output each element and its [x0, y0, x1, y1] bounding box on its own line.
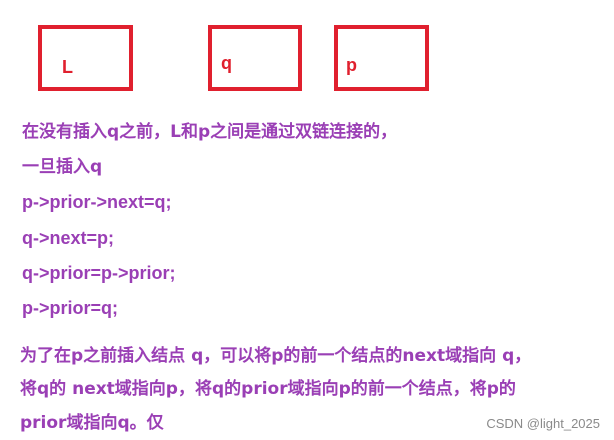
- node-label-q: q: [221, 53, 232, 73]
- code-line-4: p->prior=q;: [22, 298, 119, 318]
- node-box-q: q: [208, 25, 302, 91]
- node-label-p: p: [346, 55, 357, 75]
- intro-line: 在没有插入q之前，L和p之间是通过双链连接的，: [22, 122, 398, 142]
- insert-line: 一旦插入q: [22, 157, 103, 177]
- node-box-l: L: [38, 25, 133, 91]
- csdn-watermark: CSDN @light_2025: [486, 416, 600, 431]
- code-line-2: q->next=p;: [22, 228, 115, 248]
- explanation-line-2: 将q的 next域指向p，将q的prior域指向p的前一个结点，将p的: [20, 379, 516, 399]
- node-label-l: L: [62, 57, 73, 77]
- explanation-line-1: 为了在p之前插入结点 q，可以将p的前一个结点的next域指向 q，: [20, 346, 532, 366]
- node-box-p: p: [334, 25, 429, 91]
- code-line-3: q->prior=p->prior;: [22, 263, 176, 283]
- code-line-1: p->prior->next=q;: [22, 192, 172, 212]
- explanation-line-3: prior域指向q。仅: [20, 413, 164, 433]
